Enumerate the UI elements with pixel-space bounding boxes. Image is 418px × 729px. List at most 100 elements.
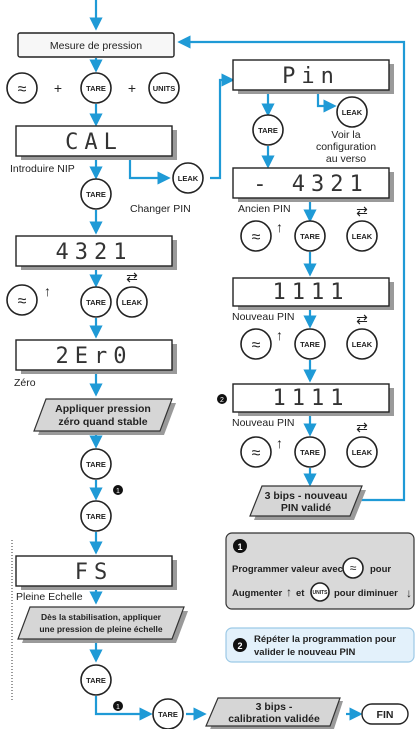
note-2-line-2: valider le nouveau PIN [254,647,356,658]
tare-button[interactable] [294,220,326,252]
leak-button[interactable] [346,220,378,252]
introduire-label: Introduire NIP [10,163,75,175]
pin-text: Pin [282,64,340,89]
cal-valid-line-2: calibration validée [228,713,320,725]
note-1-marker-text: 1 [237,542,242,552]
approx-key [342,557,364,579]
tare-label: TARE [86,190,106,199]
note-1-augmenter: Augmenter [232,588,282,599]
leak-button[interactable] [336,96,368,128]
old-pin-text: - 4321 [253,172,368,197]
tare-label: TARE [86,512,106,521]
leak-label: LEAK [342,108,363,117]
marker-2 [217,394,227,404]
tare-label: TARE [258,126,278,135]
approx-key[interactable] [6,284,38,316]
note-2-marker-text: 2 [237,641,242,651]
cal-text: CAL [65,130,123,155]
note-1-diminuer: pour diminuer [334,588,398,599]
stab-line-1: Dès la stabilisation, appliquer [41,612,162,622]
tare-button[interactable] [294,436,326,468]
marker-1 [113,485,123,495]
leak-label: LEAK [122,298,143,307]
nouveau-label-1: Nouveau PIN [232,311,294,323]
leak-button[interactable] [116,286,148,318]
tare-button[interactable] [80,72,112,104]
apply-zero-line-2: zéro quand stable [58,416,147,428]
leak-button[interactable] [346,328,378,360]
tare-label: TARE [86,84,106,93]
tare-label: TARE [300,340,320,349]
note-2-line-1: Répéter la programmation pour [254,634,396,645]
approx-key[interactable] [240,436,272,468]
leak-label: LEAK [352,232,373,241]
stab-line-2: une pression de pleine échelle [39,624,163,634]
new-pin-display-1: 1111 Nouveau PIN [232,277,394,323]
approx-icon: ≈ [350,561,357,575]
apply-zero-step: Appliquer pression zéro quand stable [33,398,176,435]
leak-label: LEAK [352,448,373,457]
calibration-validated-step: 3 bips - calibration validée [205,697,343,729]
tare-label: TARE [86,460,106,469]
approx-icon: ≈ [252,445,261,462]
pin-validated-step: 3 bips - nouveau PIN validé [249,485,366,520]
approx-icon: ≈ [18,81,27,98]
marker-1 [113,701,123,711]
units-label: UNITS [153,84,176,93]
apply-zero-line-1: Appliquer pression [55,403,151,415]
marker-2-text: 2 [220,397,224,404]
key-row: ≈ + TARE + UNITS [6,72,180,104]
marker-1-text: 1 [116,488,120,495]
ancien-label: Ancien PIN [238,203,291,215]
approx-key[interactable] [240,328,272,360]
leak-button[interactable] [346,436,378,468]
note-1-pour: pour [370,564,391,575]
approx-key[interactable] [6,72,38,104]
voir-line-2: configuration [316,141,376,153]
units-button[interactable] [148,72,180,104]
tare-label: TARE [86,676,106,685]
approx-key[interactable] [240,220,272,252]
tare-label: TARE [300,448,320,457]
fin-button[interactable]: FIN [361,703,409,725]
leak-button[interactable] [172,162,204,194]
tare-label: TARE [158,710,178,719]
up-arrow-icon: ↑ [276,327,283,343]
new-pin-display-2: 1111 Nouveau PIN [232,383,394,429]
leak-label: LEAK [178,174,199,183]
zero-text: 2Er0 [56,344,133,369]
cycle-icon: ⇄ [126,269,138,285]
plus-sign-2: + [128,80,136,96]
cycle-icon: ⇄ [356,203,368,219]
note-1-et: et [296,588,305,599]
up-arrow-icon: ↑ [44,283,51,299]
voir-line-1: Voir la [331,129,360,141]
new-pin-2-text: 1111 [273,386,350,411]
old-pin-display: - 4321 Ancien PIN [232,167,394,215]
fs-display: FS Pleine Echelle [15,555,177,603]
new-pin-1-text: 1111 [273,280,350,305]
note-2: 2 Répéter la programmation pour valider … [225,627,415,663]
tare-button[interactable] [80,286,112,318]
leak-label: LEAK [352,340,373,349]
zero-display: 2Er0 Zéro [14,339,177,389]
pin-valid-line-1: 3 bips - nouveau [265,490,348,502]
tare-button[interactable] [152,698,184,729]
pin-code-display: 4321 [15,235,177,270]
stabilisation-step: Dès la stabilisation, appliquer une pres… [17,606,188,643]
pin-display: Pin [232,59,394,94]
cal-valid-line-1: 3 bips - [256,701,293,713]
tare-button[interactable] [80,448,112,480]
tare-button[interactable] [80,500,112,532]
pin-valid-line-2: PIN validé [281,502,331,514]
units-label: UNITS [313,590,329,596]
tare-button[interactable] [80,664,112,696]
nouveau-label-2: Nouveau PIN [232,417,294,429]
plus-sign: + [54,80,62,96]
tare-button[interactable] [294,328,326,360]
tare-button[interactable] [80,178,112,210]
up-arrow-icon: ↑ [276,435,283,451]
approx-icon: ≈ [18,293,27,310]
tare-button[interactable] [252,114,284,146]
fin-label: FIN [377,709,394,721]
